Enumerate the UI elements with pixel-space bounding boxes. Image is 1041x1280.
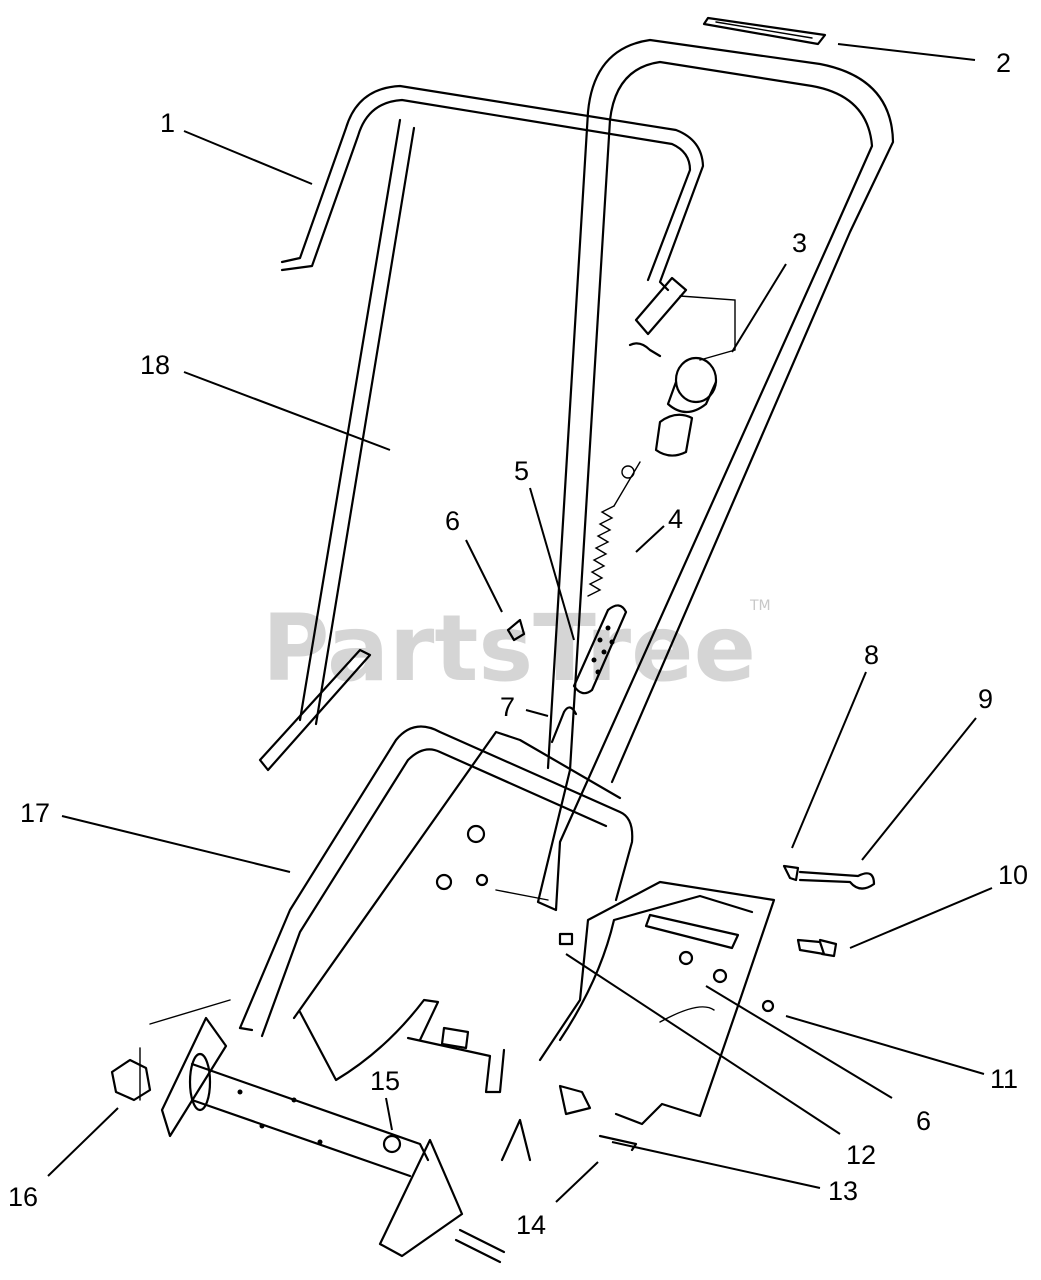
leader-lines [47, 43, 993, 1203]
part-eye-bolt [782, 864, 876, 890]
callout-13: 13 [828, 1176, 858, 1206]
part-brackets [406, 1026, 638, 1162]
part-cable-bracket [628, 276, 736, 457]
callout-3: 3 [792, 228, 807, 258]
part-spring [587, 461, 641, 597]
callout-12: 12 [846, 1140, 876, 1170]
callout-labels: 1 2 3 4 5 6 6 7 8 9 10 11 12 13 14 15 16… [8, 48, 1028, 1240]
watermark: PartsTree [262, 595, 756, 702]
part-small-nuts [558, 932, 775, 1013]
part-lower-handle [238, 725, 634, 1038]
watermark-trademark: TM [749, 598, 771, 614]
callout-2: 2 [996, 48, 1011, 78]
callout-9: 9 [978, 684, 993, 714]
callout-8: 8 [864, 640, 879, 670]
callout-10: 10 [998, 860, 1028, 890]
callout-15: 15 [370, 1066, 400, 1096]
part-upper-handle [536, 38, 895, 912]
part-pin [550, 706, 578, 744]
part-clip-upper [506, 618, 526, 642]
part-adjuster-plate [572, 604, 628, 695]
callout-5: 5 [514, 456, 529, 486]
callout-1: 1 [160, 108, 175, 138]
part-grip-bar [702, 16, 827, 46]
part-control-bail [258, 84, 705, 772]
part-bolt [796, 938, 838, 958]
part-deck-plate [292, 730, 622, 1082]
callout-16: 16 [8, 1182, 38, 1212]
callout-14: 14 [516, 1210, 546, 1240]
callout-17: 17 [20, 798, 50, 828]
callout-6-upper: 6 [445, 506, 460, 536]
part-axle-assembly [110, 999, 506, 1264]
callout-4: 4 [668, 504, 683, 534]
callout-7: 7 [500, 692, 515, 722]
callout-18: 18 [140, 350, 170, 380]
callout-11: 11 [990, 1064, 1018, 1094]
part-side-plate [538, 880, 776, 1126]
callout-6-lower: 6 [916, 1106, 931, 1136]
